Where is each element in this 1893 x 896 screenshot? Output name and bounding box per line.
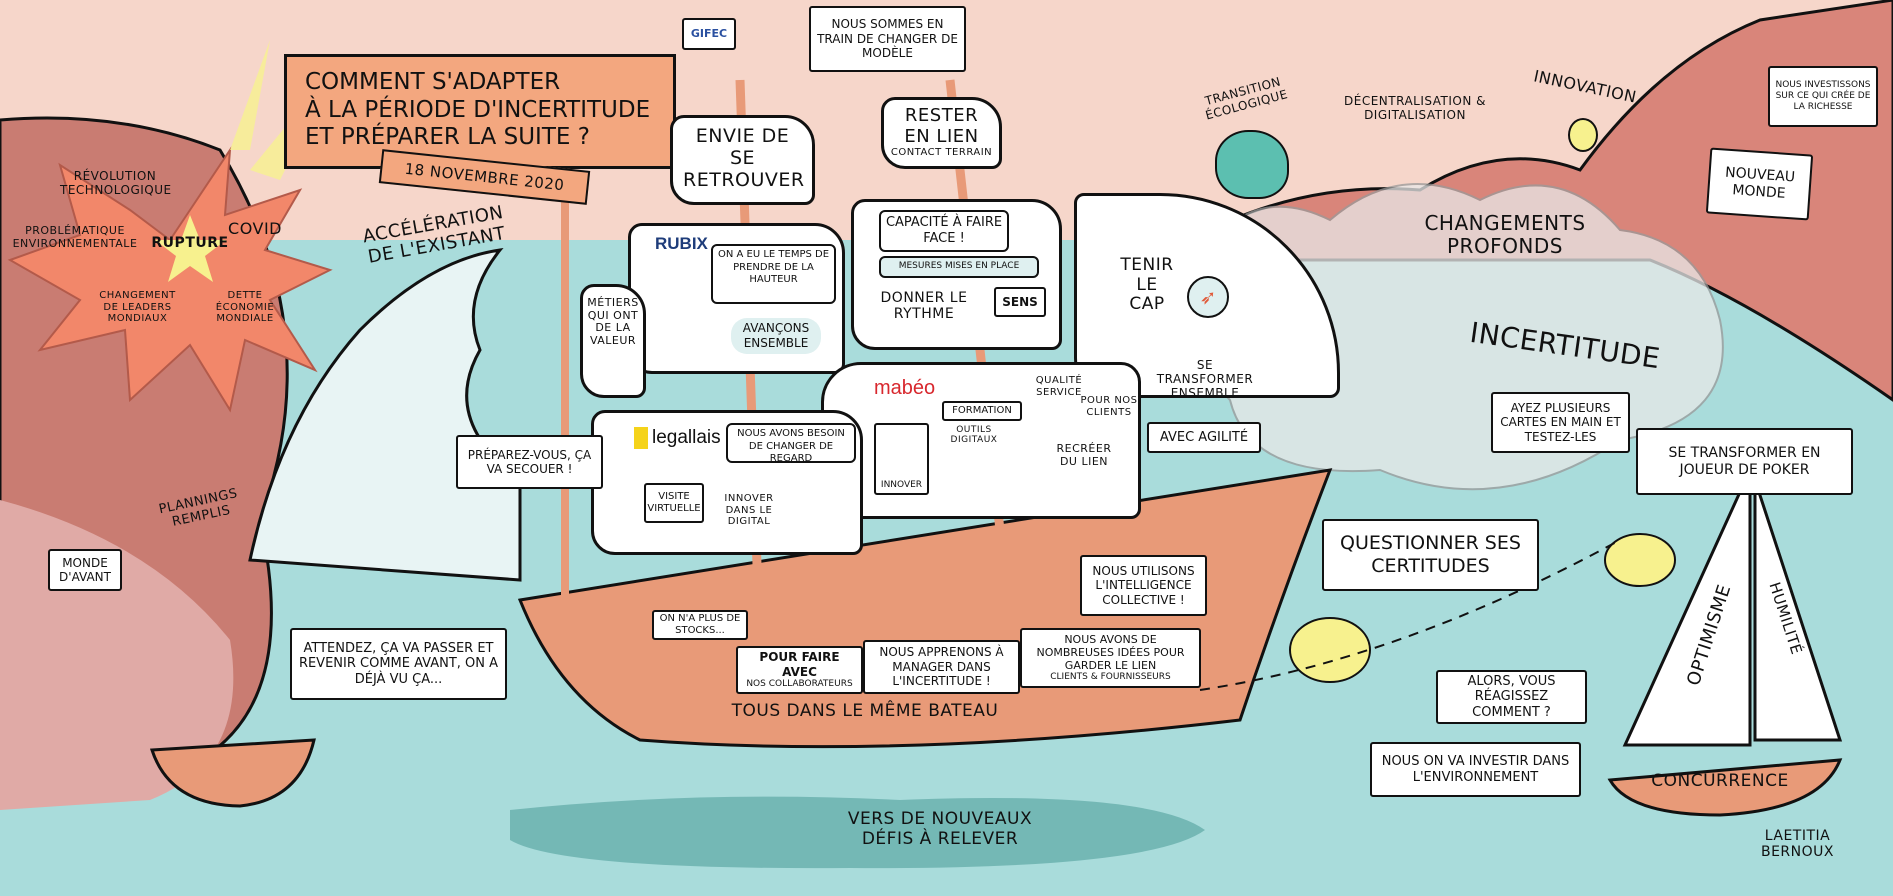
sail-metiers: Métiers qui ont de la valeur: [580, 284, 646, 398]
preparez-bubble: Préparez-vous, ça va secouer !: [456, 435, 603, 489]
se-transformer-ensemble-label: Se transformer ensemble: [1156, 358, 1254, 400]
collaborateurs-line: nos collaborateurs: [746, 678, 853, 689]
sailboat-hull: [1607, 758, 1843, 817]
explosion-item: Problématique environnementale: [12, 224, 138, 250]
stocks-bubble: On n'a plus de stocks...: [652, 610, 748, 640]
nouveau-monde-sign: Nouveau monde: [1705, 147, 1814, 221]
mast: [945, 79, 1015, 621]
title-line: et préparer la suite ?: [305, 124, 590, 151]
innover-box: Innover: [874, 423, 929, 495]
pour-clients-label: pour nos clients: [1080, 395, 1138, 418]
qualite-label: Qualité service: [1035, 375, 1083, 398]
rupture-label: Rupture: [151, 235, 229, 251]
sail-envie: Envie de se retrouver: [670, 115, 815, 205]
collaborateurs-box: Pour faire avec nos collaborateurs: [736, 646, 863, 694]
changements-label: Changements profonds: [1424, 211, 1586, 258]
legallais-quote: Nous avons besoin de changer de regard: [726, 423, 856, 464]
light-ray: [230, 40, 270, 150]
idees-box: Nous avons de nombreuses idées pour gard…: [1020, 628, 1201, 688]
buoy: [1289, 617, 1371, 683]
sailboat-sail: [1622, 469, 1752, 747]
collaborateurs-line: Pour faire avec: [759, 650, 840, 679]
puddle: [510, 796, 1205, 869]
explosion-item: Révolution technologique: [60, 169, 172, 197]
explosion-item: Changement de leaders mondiaux: [99, 290, 176, 324]
compass-icon: ➶: [1187, 276, 1229, 318]
rubix-logo: RUBIX: [655, 234, 708, 253]
idees-line: Nous avons de nombreuses idées pour gard…: [1036, 632, 1185, 673]
mesures-label: Mesures mises en place: [879, 256, 1039, 278]
explosion-item: Covid: [228, 219, 282, 238]
formation-label: Formation: [942, 401, 1022, 421]
buoy: [1604, 533, 1676, 587]
dashed-route: [1199, 539, 1621, 691]
rubix-quote: On a eu le temps de prendre de la hauteu…: [711, 244, 836, 304]
bateau-label: Tous dans le même bateau: [731, 701, 999, 721]
outils-label: Outils digitaux: [950, 425, 998, 446]
sailboat-sail: [1753, 479, 1843, 742]
recreer-label: Recréer du lien: [1056, 442, 1112, 468]
reagissez-bubble: Alors, vous réagissez comment ?: [1436, 670, 1587, 724]
sail-rubix: RUBIX On a eu le temps de prendre de la …: [628, 223, 845, 374]
title-line: à la période d'incertitude: [305, 96, 651, 123]
attendez-bubble: Attendez, ça va passer et revenir comme …: [290, 628, 507, 700]
concurrence-label: Concurrence: [1651, 771, 1789, 791]
wave: [248, 247, 522, 582]
title-box: Comment s'adapter à la période d'incerti…: [284, 54, 676, 169]
legallais-logo: legallais: [634, 427, 721, 449]
intelligence-bubble: Nous utilisons l'intelligence collective…: [1080, 555, 1207, 616]
lightbulb-icon: [1568, 118, 1598, 152]
explosion-item: Dette économie mondiale: [215, 290, 275, 324]
gifec-logo: GIFEC: [682, 18, 736, 50]
lookout-bubble: Nous sommes en train de changer de modèl…: [809, 6, 966, 72]
poker-sign: Se transformer en joueur de poker: [1636, 428, 1853, 495]
tenir-cap-label: Tenir le cap: [1120, 255, 1174, 315]
idees-line: clients & fournisseurs: [1050, 672, 1171, 683]
small-boat: [149, 738, 316, 808]
innover-digital-label: Innover dans le digital: [724, 493, 774, 527]
tree-icon: [1215, 130, 1289, 199]
rester-title: Rester en lien: [904, 105, 979, 147]
sail-capacite: Capacité à faire face ! Mesures mises en…: [851, 199, 1062, 350]
title-line: Comment s'adapter: [305, 69, 561, 95]
rupture-star: [155, 215, 226, 282]
sail-legallais: legallais Nous avons besoin de changer d…: [591, 410, 863, 555]
sens-logo: SENS: [994, 287, 1046, 317]
rythme-label: Donner le rythme: [880, 290, 968, 323]
author-signature: Laetitia Bernoux: [1760, 828, 1834, 861]
mabeo-logo: mabéo: [874, 377, 936, 399]
sail-rester: Rester en lien contact terrain: [881, 97, 1002, 169]
agilite-bubble: Avec agilité: [1147, 422, 1261, 453]
defis-label: Vers de nouveaux défis à relever: [847, 809, 1033, 849]
investissons-sign: Nous investissons sur ce qui crée de la …: [1768, 66, 1878, 127]
decentralisation-label: Décentralisation & digitalisation: [1344, 94, 1486, 122]
investir-bubble: Nous on va investir dans l'environnement: [1370, 742, 1581, 797]
avancons-label: Avançons ensemble: [731, 318, 821, 354]
monde-avant-sign: Monde d'avant: [48, 549, 122, 591]
visite-label: Visite virtuelle: [644, 483, 704, 523]
apprenons-box: Nous apprenons à manager dans l'incertit…: [863, 640, 1020, 694]
sail-mabeo: mabéo Formation Innover Outils digitaux …: [821, 362, 1141, 519]
cartes-bubble: Ayez plusieurs cartes en main et testez-…: [1491, 392, 1630, 453]
capacite-label: Capacité à faire face !: [879, 210, 1009, 252]
rester-sub: contact terrain: [890, 147, 993, 159]
questionner-sign: Questionner ses certitudes: [1322, 519, 1539, 591]
